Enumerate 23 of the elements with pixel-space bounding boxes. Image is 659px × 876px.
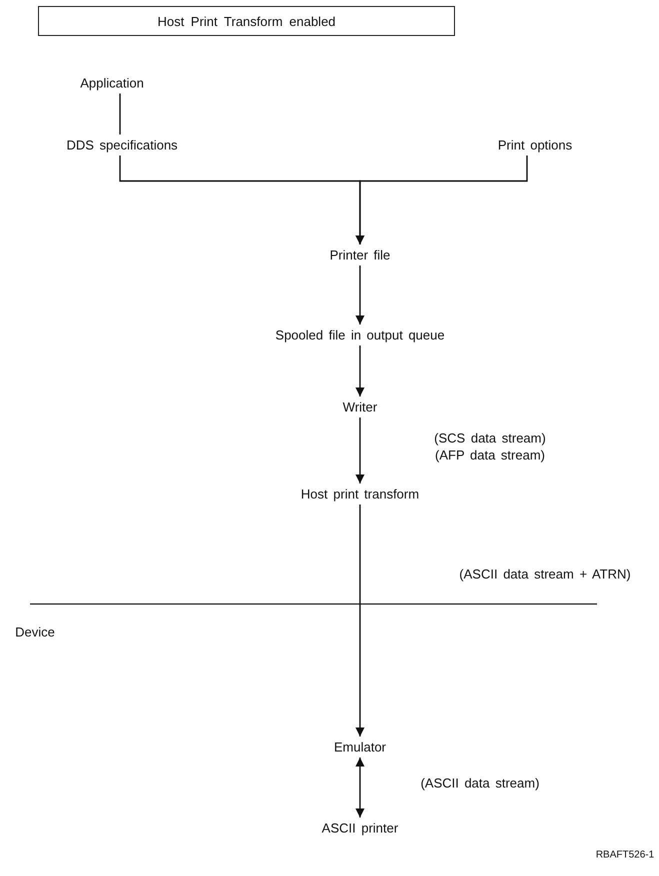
title-box: Host Print Transform enabled <box>38 6 455 36</box>
annotation: (SCS data stream) <box>433 430 547 446</box>
annotation: (ASCII data stream + ATRN) <box>458 566 632 582</box>
node-label: Spooled file in output queue <box>273 326 447 344</box>
arrow <box>356 266 364 324</box>
arrow <box>356 346 364 396</box>
node-label: Print options <box>496 136 574 154</box>
node-label: Printer file <box>328 246 392 264</box>
arrow <box>356 504 364 736</box>
node-label: Writer <box>340 398 380 416</box>
node-label: DDS specifications <box>64 136 180 154</box>
arrow <box>356 156 528 244</box>
node-label: Emulator <box>332 738 388 756</box>
node-label: ASCII printer <box>320 820 400 836</box>
arrow <box>356 758 364 818</box>
node-label: Host print transform <box>298 486 422 502</box>
connector-line <box>119 94 121 134</box>
arrow <box>356 418 364 484</box>
annotation: (AFP data stream) <box>434 446 546 464</box>
figure-id: RBAFT526-1 <box>594 848 656 862</box>
node-label: Application <box>78 74 146 92</box>
region-label: Device <box>14 624 56 640</box>
annotation: (ASCII data stream) <box>420 774 540 792</box>
